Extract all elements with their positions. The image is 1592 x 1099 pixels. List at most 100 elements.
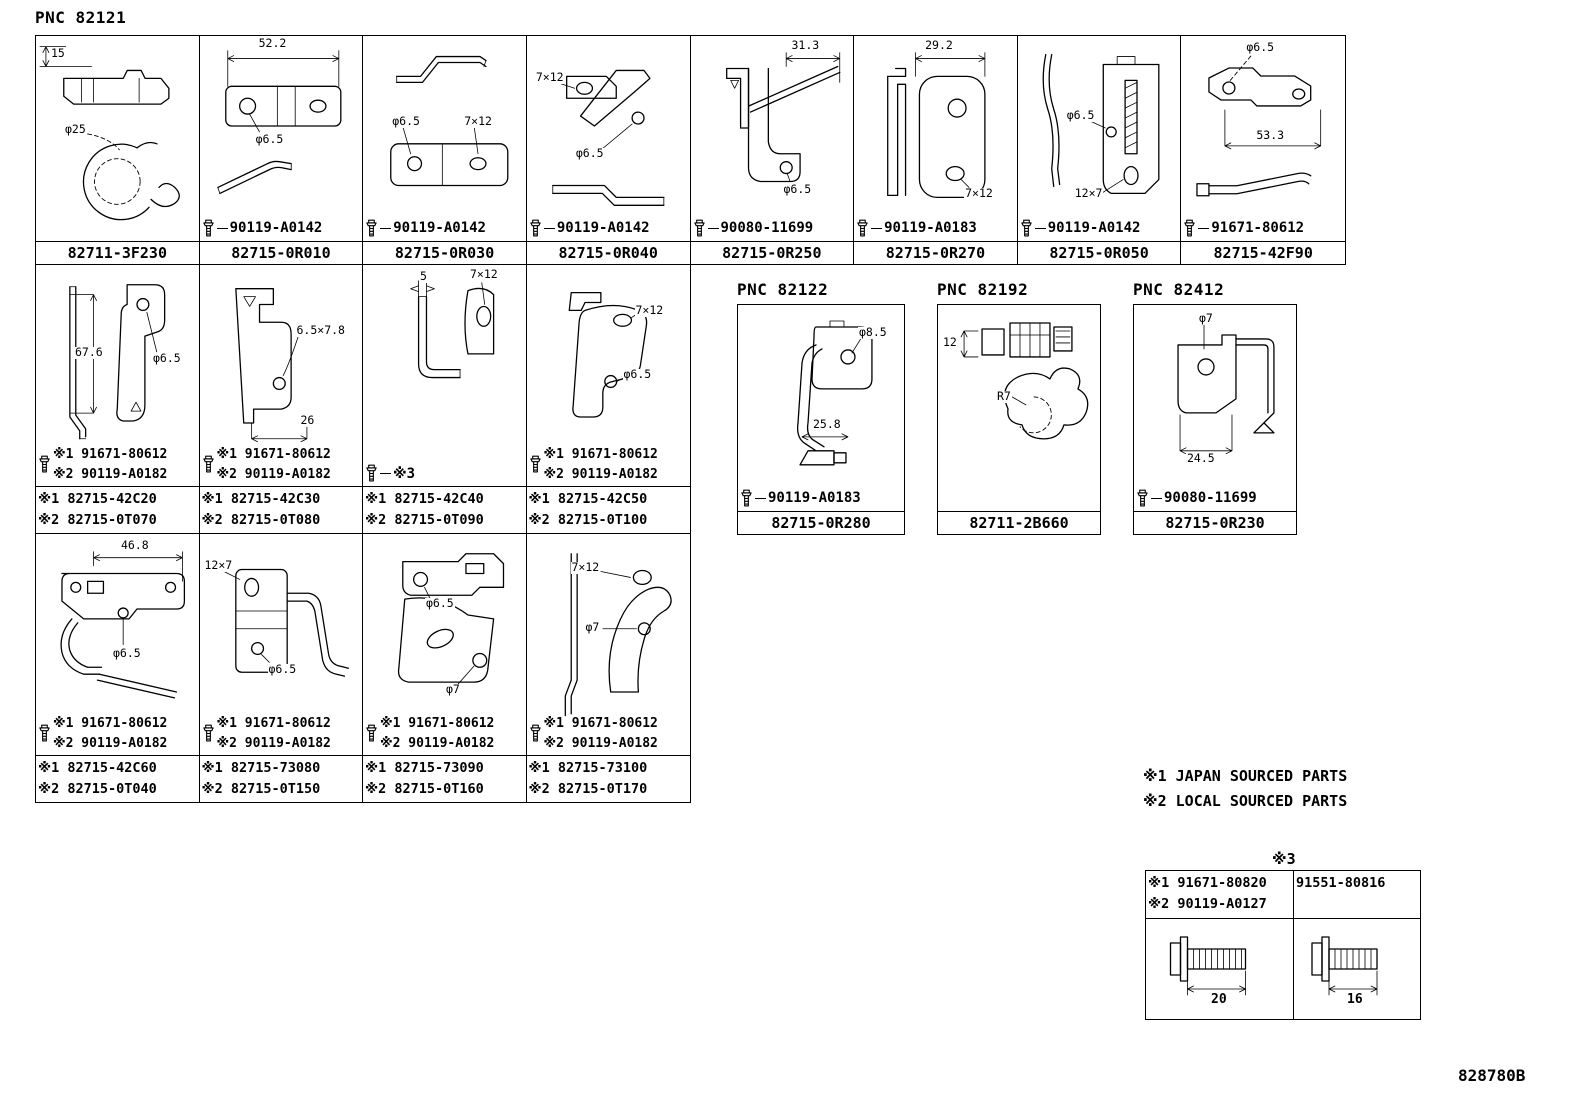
dimension-label: 67.6 [74, 345, 104, 359]
dimension-label: 7×12 [570, 560, 601, 574]
bolt-icon [202, 454, 215, 475]
bolt-callout: 90119-A0142 [529, 218, 650, 239]
dimension-label: 7×12 [463, 114, 493, 128]
bolt-callout: 90119-A0183 [740, 488, 861, 509]
bolt-icon [529, 454, 542, 475]
bolt-part-number: 91551-80816 [1296, 875, 1386, 891]
tall-plate-drawing [887, 52, 986, 199]
plate-arm-drawing [223, 568, 349, 677]
drawing-area: 7×12 φ7 ※1 91671-80612 ※2 90119-A0182 [527, 534, 691, 755]
note3-left-column: ※1 91671-80820 ※2 90119-A0127 20 [1146, 871, 1294, 1019]
vertical-bracket-drawing [234, 288, 307, 443]
bolt-part-number-local: ※2 90119-A0182 [53, 735, 168, 751]
note3-left-drawing-area: 20 [1146, 919, 1293, 1019]
dimension-label: 24.5 [1186, 451, 1216, 465]
wide-bracket-rod-drawing [60, 551, 186, 699]
bolt-callout: 90080-11699 [693, 218, 814, 239]
part-cell: 15 φ25 82711-3F230 [36, 36, 200, 264]
l-strip-tab-drawing [410, 280, 495, 379]
dimension-label: φ6.5 [1245, 40, 1276, 54]
document-code: 828780B [1458, 1066, 1526, 1085]
part-number: 82715-0R250 [690, 240, 854, 264]
bolt-part-number-local: ※2 90119-A0182 [53, 466, 168, 482]
hook-bracket-drawing [725, 52, 840, 183]
bolt-icon [1020, 218, 1033, 239]
note3-table: ※1 91671-80820 ※2 90119-A0127 20 91551-8… [1145, 870, 1421, 1020]
leader-line [380, 227, 392, 229]
dimension-label: φ7 [1198, 311, 1214, 325]
dimension-label: 52.2 [257, 36, 288, 50]
bolt-callout: ※1 91671-80612 ※2 90119-A0182 [529, 445, 658, 484]
bolt-part-number: 91671-80612 [1211, 220, 1305, 237]
pnc-82122-label: PNC 82122 [737, 280, 829, 299]
bolt-part-number: 90119-A0183 [884, 220, 977, 237]
leader-line [1151, 497, 1162, 499]
drawing-area: 52.2 φ6.5 90119-A0142 [200, 36, 363, 241]
bolt-icon [693, 218, 706, 239]
drawing-area: 7×12 φ6.5 90119-A0142 [527, 36, 690, 241]
bolt-side-view-drawing [1311, 936, 1378, 996]
part-numbers: ※1 82715-42C50 ※2 82715-0T100 [526, 486, 690, 533]
bolt-part-number: 90119-A0142 [393, 220, 486, 237]
drawing-area: 15 φ25 [36, 36, 199, 241]
bolt-part-numbers: ※1 91671-80612 ※2 90119-A0182 [53, 714, 167, 753]
note3-right-column: 91551-80816 16 [1294, 871, 1420, 1019]
bolt-part-number-japan: ※1 91671-80612 [380, 716, 495, 732]
bolt-part-numbers: ※1 91671-80612 ※2 90119-A0182 [544, 714, 658, 753]
pnc-82412-label: PNC 82412 [1133, 280, 1225, 299]
bolt-part-number-japan: ※1 91671-80612 [216, 716, 331, 732]
part-numbers: ※1 82715-42C40 ※2 82715-0T090 [363, 486, 526, 533]
bolt-icon [38, 454, 51, 475]
part-number-japan: ※1 82715-42C60 [38, 760, 157, 777]
dimension-label: φ6.5 [1065, 108, 1096, 122]
dimension-label: φ8.5 [858, 325, 888, 339]
dimension-label: φ6.5 [254, 132, 285, 146]
bolt-part-number: 90119-A0142 [556, 220, 650, 237]
drawing-area: 29.2 7×12 90119-A0183 [854, 36, 1017, 241]
part-number: 82715-0R040 [526, 240, 690, 264]
part-cell: 5 7×12 ※3 ※1 82715-42C40 ※2 82715-0T090 [363, 265, 527, 533]
part-number-local: ※2 82715-0T170 [528, 781, 648, 798]
dimension-label: R7 [996, 389, 1012, 403]
bolt-icon [529, 218, 542, 239]
pnc-82412-box: φ7 24.5 90080-11699 82715-0R230 [1133, 304, 1297, 535]
part-number-japan: ※1 82715-42C20 [38, 491, 157, 508]
bolt-icon [529, 723, 542, 744]
bolt-part-number: 90080-11699 [720, 220, 814, 237]
bolt-callout: 90119-A0142 [202, 218, 322, 239]
legend-japan: ※1 JAPAN SOURCED PARTS [1143, 767, 1348, 785]
drawing-area: 12×7 φ6.5 ※1 91671-80612 ※2 90119-A0182 [200, 534, 363, 755]
part-number-japan: ※1 82715-42C30 [201, 491, 321, 508]
dimension-label: φ6.5 [391, 114, 421, 128]
part-cell: 7×12 φ6.5 90119-A0142 82715-0R040 [526, 36, 691, 264]
part-number: 82715-0R030 [363, 240, 526, 264]
dimension-label: 29.2 [924, 38, 954, 52]
dimension-label: 12×7 [1073, 186, 1104, 200]
bolt-callout: ※3 [365, 463, 415, 484]
drawing-area: 67.6 φ6.5 ※1 91671-80612 ※2 90119-A0182 [36, 265, 199, 486]
dimension-label: 12 [942, 335, 958, 349]
leader-line [1034, 227, 1046, 229]
note3-right-drawing-area: 16 [1294, 919, 1420, 1019]
part-number: 82711-2B660 [938, 510, 1100, 534]
bolt-icon [202, 218, 215, 239]
dimension-label: 7×12 [634, 303, 665, 317]
dimension-label: 12×7 [203, 558, 234, 572]
bolt-part-numbers: ※1 91671-80612 ※2 90119-A0182 [217, 445, 331, 484]
leader-line [755, 497, 766, 499]
bolt-callout: ※1 91671-80612 ※2 90119-A0182 [202, 714, 331, 753]
pnc-82192-box: 12 R7 82711-2B660 [937, 304, 1101, 535]
bolt-icon [1136, 488, 1149, 509]
dimension-label: φ6.5 [152, 351, 182, 365]
part-number: 82715-0R230 [1134, 510, 1296, 534]
part-number: 82715-0R280 [738, 510, 904, 534]
bolt-callout: ※1 91671-80612 ※2 90119-A0182 [365, 714, 494, 753]
leader-line [216, 227, 228, 229]
dimension-label: 6.5×7.8 [295, 323, 346, 337]
dimension-label: φ7 [445, 682, 461, 696]
part-number-local: ※2 82715-0T080 [201, 512, 321, 529]
part-cell: 7×12 φ6.5 ※1 91671-80612 ※2 90119-A0182 … [526, 265, 690, 533]
bolt-callout: 91671-80612 [1183, 218, 1304, 239]
bolt-icon [365, 463, 378, 484]
bolt-icon [38, 723, 51, 744]
